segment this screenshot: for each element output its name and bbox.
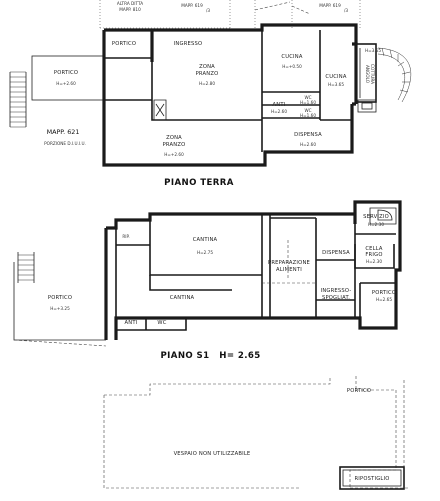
room-cottura: COTTURA xyxy=(370,64,375,84)
title-piano-terra: PIANO TERRA xyxy=(164,178,234,188)
room-frigo: FRIGO xyxy=(365,252,382,258)
room-servizio: SERVIZIO xyxy=(363,214,389,220)
room-cantina-s1: CANTINA xyxy=(170,295,195,301)
room-ingresso-s1: INGRESSO- xyxy=(321,288,352,294)
room-zona-pranzo-2b: PRANZO xyxy=(163,142,186,148)
room-cucina-right-height: H=3.65 xyxy=(328,82,344,87)
room-zona-pranzo-1b: PRANZO xyxy=(196,71,219,77)
room-portico-left: PORTICO xyxy=(54,70,78,76)
room-alimenti: ALIMENTI xyxy=(276,267,302,273)
room-anti-height: H=2.60 xyxy=(271,109,287,114)
room-zona-pranzo-1: ZONA xyxy=(199,64,215,70)
room-portico-roof: PORTICO xyxy=(347,388,371,394)
room-dispensa-s1: DISPENSA xyxy=(322,250,350,256)
room-zona-pranzo-1-height: H=2.80 xyxy=(199,81,215,86)
title-piano-s1: PIANO S1 xyxy=(160,351,209,361)
room-spogliat-s1: SPOGLIAT. xyxy=(322,295,350,301)
ground-floor-plan: ALTRA DITTA MAPP. 810 MAPP. 619 /3 MAPP.… xyxy=(9,0,412,188)
basement-stair-left xyxy=(17,252,35,283)
room-zona-pranzo-2-height: H=+2.60 xyxy=(164,152,184,157)
label-fraction-a: /3 xyxy=(206,8,210,13)
label-mapp-810: MAPP. 810 xyxy=(119,7,141,12)
room-angolo: ANGOLO xyxy=(365,65,370,84)
room-cella-height: H=2.30 xyxy=(366,259,382,264)
label-altra-ditta: ALTRA DITTA xyxy=(117,1,143,6)
label-mapp-619-b: MAPP. 619 xyxy=(319,3,341,8)
room-wc-1: WC xyxy=(304,95,311,100)
room-portico-right-s1-height: H=2.65 xyxy=(376,297,392,302)
label-porzione: PORZIONE D.I.U.I.U. xyxy=(44,141,86,146)
room-wc-1-height: H=1.60 xyxy=(300,100,316,105)
room-zona-pranzo-2: ZONA xyxy=(166,135,182,141)
label-vespaio: VESPAIO NON UTILIZZABILE xyxy=(174,451,251,457)
room-preparazione: PREPARAZIONE xyxy=(268,260,310,266)
room-portico-left-height: H=+2.60 xyxy=(56,81,76,86)
room-portico-right-s1: PORTICO xyxy=(372,290,396,296)
ripostiglio-outline xyxy=(339,466,405,490)
room-cucina-right: CUCINA xyxy=(325,74,346,80)
room-portico-left-s1-height: H=+3.25 xyxy=(50,306,70,311)
room-cantina-top-height: H=2.75 xyxy=(197,250,213,255)
room-cucina-height: H=+0.50 xyxy=(282,64,302,69)
roof-plan: PORTICO VESPAIO NON UTILIZZABILE RIPOSTI… xyxy=(103,376,410,490)
label-fraction-b: /3 xyxy=(344,8,348,13)
room-ingresso: INGRESSO xyxy=(174,41,203,47)
room-ripostiglio: RIPOSTIGLIO xyxy=(354,476,389,482)
portico-left-outline xyxy=(31,55,105,101)
room-wc-2: WC xyxy=(304,108,311,113)
label-mapp-619-a: MAPP. 619 xyxy=(181,3,203,8)
room-dispensa-height: H=2.60 xyxy=(300,142,316,147)
room-servizio-height: H=2.30 xyxy=(368,222,384,227)
room-wc-2-height: H=1.60 xyxy=(300,113,316,118)
room-dispensa: DISPENSA xyxy=(294,132,322,138)
room-anti-s1: ANTI xyxy=(125,320,138,326)
angolo-cottura-block xyxy=(355,43,412,113)
room-portico-top: PORTICO xyxy=(112,41,136,47)
room-portico-left-s1: PORTICO xyxy=(48,295,72,301)
room-anti: ANTI xyxy=(273,102,286,108)
basement-plan: RIP. CANTINA H=2.75 PREPARAZIONE ALIMENT… xyxy=(13,200,402,361)
title-piano-s1-height: H= 2.65 xyxy=(219,351,260,361)
room-h355: H=3.55 xyxy=(365,48,381,53)
room-cantina-top: CANTINA xyxy=(193,237,218,243)
room-wc-s1: WC xyxy=(157,320,166,326)
room-cucina: CUCINA xyxy=(281,54,302,60)
label-mapp-621: MAPP. 621 xyxy=(47,128,80,136)
ground-stair-left xyxy=(9,71,27,128)
room-rip: RIP. xyxy=(122,234,129,239)
room-cella: CELLA xyxy=(365,246,383,252)
